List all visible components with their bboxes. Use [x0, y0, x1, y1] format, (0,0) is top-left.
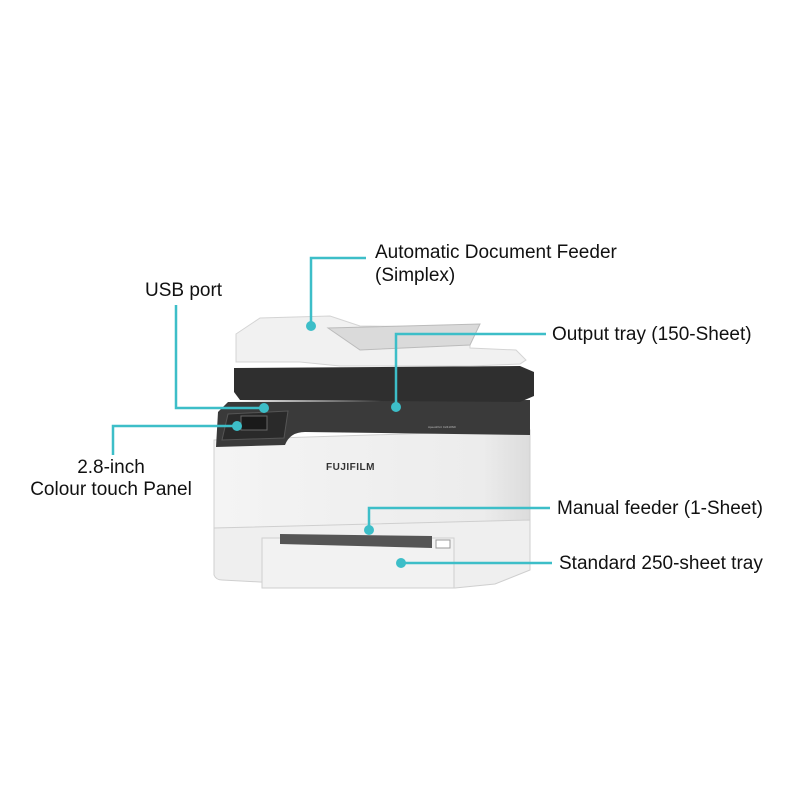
standard-tray-dot	[396, 558, 406, 568]
panel-label-line1: 2.8-inch	[77, 457, 145, 478]
standard-tray-label: Standard 250-sheet tray	[559, 553, 763, 574]
panel-dot	[232, 421, 242, 431]
adf-label-line2: (Simplex)	[375, 265, 456, 286]
output-tray-label: Output tray (150-Sheet)	[552, 324, 752, 345]
manual-feeder-label: Manual feeder (1-Sheet)	[557, 498, 763, 519]
control-band	[216, 400, 530, 447]
manual-feeder-dot	[364, 525, 374, 535]
panel-label-line2: Colour touch Panel	[30, 479, 192, 500]
usb-leader-line	[174, 305, 264, 410]
adf-label: Automatic Document Feeder (Simplex)	[375, 241, 617, 287]
scanner-unit	[234, 366, 534, 402]
manual-feeder-slot	[280, 534, 432, 548]
adf-dot	[306, 321, 316, 331]
adf-input-tray	[326, 323, 481, 351]
model-badge: ApeosPort C2410SD	[428, 425, 457, 429]
brand-logo: FUJIFILM	[326, 462, 375, 473]
panel-leader-line	[111, 424, 237, 455]
usb-dot	[259, 403, 269, 413]
adf-label-line1: Automatic Document Feeder	[375, 242, 617, 263]
manual-feeder-leader-line	[367, 506, 550, 530]
adf-leader-line	[309, 256, 366, 326]
usb-label: USB port	[145, 280, 223, 301]
panel-label: 2.8-inch Colour touch Panel	[16, 457, 206, 501]
output-tray-dot	[391, 402, 401, 412]
output-tray-leader-line	[394, 332, 546, 407]
tray-label	[435, 539, 451, 549]
